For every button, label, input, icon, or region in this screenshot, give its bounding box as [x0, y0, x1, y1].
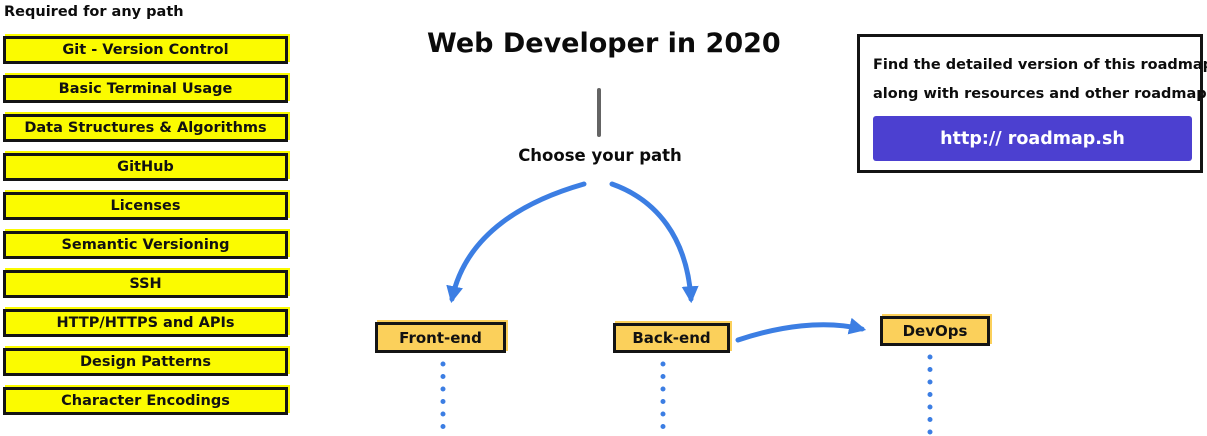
- info-text-line1: Find the detailed version of this roadma…: [873, 57, 1207, 73]
- node-frontend[interactable]: Front-end: [375, 322, 506, 353]
- topic-design-patterns[interactable]: Design Patterns: [3, 348, 288, 376]
- arrow-to-backend-icon: [609, 181, 699, 304]
- info-box: Find the detailed version of this roadma…: [857, 34, 1207, 173]
- required-heading: Required for any path: [4, 4, 184, 20]
- topic-http-https-apis[interactable]: HTTP/HTTPS and APIs: [3, 309, 288, 337]
- node-backend[interactable]: Back-end: [613, 323, 730, 353]
- info-text-line2: along with resources and other roadmaps: [873, 86, 1207, 102]
- topic-character-encodings[interactable]: Character Encodings: [3, 387, 288, 415]
- topic-git-version-control[interactable]: Git - Version Control: [3, 36, 288, 64]
- topic-basic-terminal-usage[interactable]: Basic Terminal Usage: [3, 75, 288, 103]
- node-devops[interactable]: DevOps: [880, 316, 990, 346]
- arrow-backend-to-devops-icon: [735, 317, 867, 343]
- roadmap-url-button[interactable]: http:// roadmap.sh: [873, 116, 1192, 161]
- stem-line: [597, 88, 601, 137]
- topic-data-structures-algorithms[interactable]: Data Structures & Algorithms: [3, 114, 288, 142]
- topic-licenses[interactable]: Licenses: [3, 192, 288, 220]
- page-title: Web Developer in 2020: [427, 28, 781, 59]
- required-section: Required for any path Git - Version Cont…: [3, 3, 288, 426]
- topic-semantic-versioning[interactable]: Semantic Versioning: [3, 231, 288, 259]
- topic-github[interactable]: GitHub: [3, 153, 288, 181]
- arrow-to-frontend-icon: [446, 181, 587, 304]
- topic-ssh[interactable]: SSH: [3, 270, 288, 298]
- choose-path-label: Choose your path: [518, 146, 682, 165]
